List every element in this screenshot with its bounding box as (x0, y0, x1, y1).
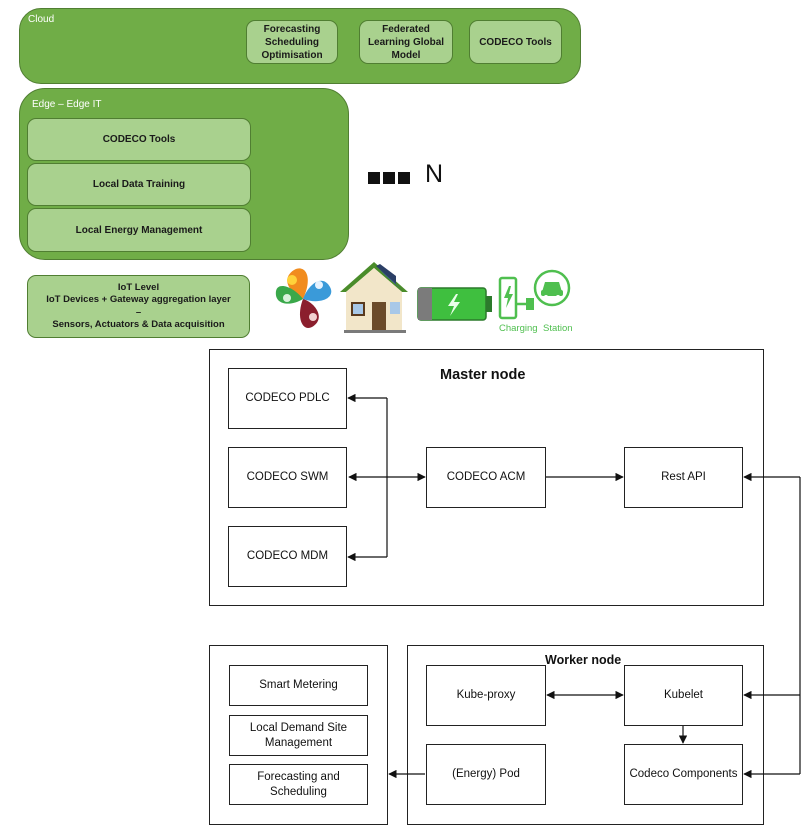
charging-station-icon (498, 269, 571, 320)
rest-api-box: Rest API (624, 447, 743, 508)
cloud-label: Cloud (28, 14, 55, 25)
codeco-acm-box: CODECO ACM (426, 447, 546, 508)
codeco-mdm-box: CODECO MDM (228, 526, 347, 587)
edge-local-data-training-box: Local Data Training (27, 163, 251, 206)
iot-level-box: IoT Level IoT Devices + Gateway aggregat… (27, 275, 250, 338)
local-demand-site-management-box: Local Demand Site Management (229, 715, 368, 756)
codeco-swm-box: CODECO SWM (228, 447, 347, 508)
master-node-title: Master node (440, 367, 526, 383)
worker-node-title: Worker node (545, 653, 622, 667)
codeco-components-box: Codeco Components (624, 744, 743, 805)
cloud-federated-learning-box: Federated Learning Global Model (359, 20, 453, 64)
ellipsis-squares (368, 172, 412, 184)
kubelet-box: Kubelet (624, 665, 743, 726)
cloud-forecasting-box: Forecasting Scheduling Optimisation (246, 20, 338, 64)
iot-devices-line: IoT Devices + Gateway aggregation layer (46, 294, 231, 305)
edge-codeco-tools-box: CODECO Tools (27, 118, 251, 161)
forecasting-scheduling-box: Forecasting and Scheduling (229, 764, 368, 805)
edge-label: Edge – Edge IT (32, 99, 102, 110)
codeco-pdlc-box: CODECO PDLC (228, 368, 347, 429)
energy-pod-box: (Energy) Pod (426, 744, 546, 805)
cloud-codeco-tools-box: CODECO Tools (469, 20, 562, 64)
smart-metering-box: Smart Metering (229, 665, 368, 706)
iot-title: IoT Level (117, 281, 160, 293)
house-icon (340, 262, 408, 333)
battery-icon (417, 287, 492, 321)
charging-label-1: Charging (499, 323, 538, 334)
charging-label-2: Station (543, 323, 573, 334)
hvac-icon (273, 268, 333, 329)
edge-local-energy-management-box: Local Energy Management (27, 208, 251, 252)
ellipsis-n-label: N (425, 160, 444, 188)
iot-sensors-line: Sensors, Actuators & Data acquisition (52, 319, 225, 330)
kube-proxy-box: Kube-proxy (426, 665, 546, 726)
iot-dash: – (135, 306, 142, 318)
